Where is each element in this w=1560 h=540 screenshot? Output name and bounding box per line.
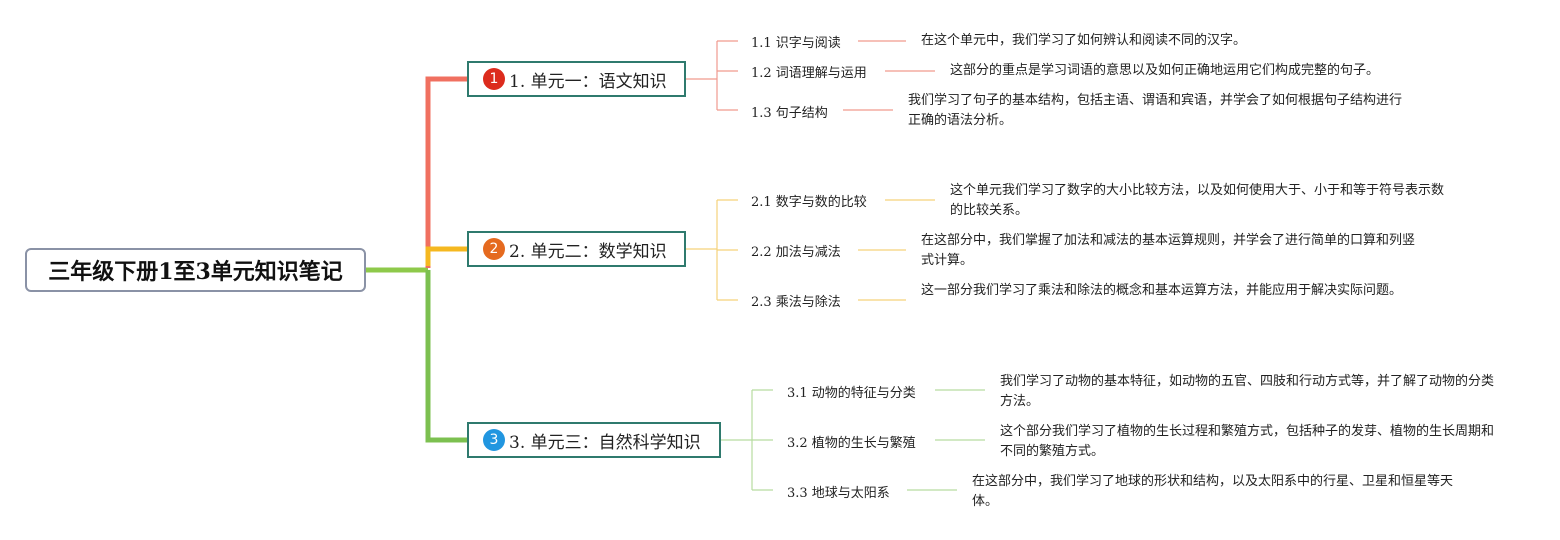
topic-1-1[interactable]: 1.1 识字与阅读 [751,36,841,51]
branch-label: 1. 单元一：语文知识 [509,71,667,92]
branch-unit3[interactable]: 3 3. 单元三：自然科学知识 [467,422,721,458]
branch-label: 3. 单元三：自然科学知识 [509,432,701,453]
connector-unit2 [425,246,467,266]
topic-3-2-desc: 这个部分我们学习了植物的生长过程和繁殖方式，包括种子的发芽、植物的生长周期和不同… [1000,424,1495,459]
branch-unit2[interactable]: 2 2. 单元二：数学知识 [467,231,686,267]
root-title: 三年级下册1至3单元知识笔记 [48,259,343,285]
root-topic[interactable]: 三年级下册1至3单元知识笔记 [25,248,366,292]
number-badge-icon: 1 [483,68,505,90]
topic-2-2-desc: 在这部分中，我们掌握了加法和减法的基本运算规则，并学会了进行简单的口算和列竖式计… [921,233,1416,268]
branch-label: 2. 单元二：数学知识 [509,241,667,262]
number-badge-icon: 2 [483,238,505,260]
connector-unit2-topics [686,199,935,301]
topic-3-3[interactable]: 3.3 地球与太阳系 [787,486,890,501]
topic-3-1[interactable]: 3.1 动物的特征与分类 [787,386,916,401]
connector-unit3 [425,270,467,443]
topic-1-3-desc: 我们学习了句子的基本结构，包括主语、谓语和宾语，并学会了如何根据句子结构进行正确… [908,93,1403,128]
topic-3-3-desc: 在这部分中，我们学习了地球的形状和结构，以及太阳系中的行星、卫星和恒星等天体。 [972,474,1454,509]
topic-1-3[interactable]: 1.3 句子结构 [751,106,828,121]
topic-1-2[interactable]: 1.2 词语理解与运用 [751,66,867,81]
topic-1-1-desc: 在这个单元中，我们学习了如何辨认和阅读不同的汉字。 [921,33,1247,48]
topic-2-2[interactable]: 2.2 加法与减法 [751,245,841,260]
topic-3-2[interactable]: 3.2 植物的生长与繁殖 [787,436,916,451]
connector-unit1-topics [686,40,935,111]
topic-2-3[interactable]: 2.3 乘法与除法 [751,295,841,310]
branch-unit1[interactable]: 1 1. 单元一：语文知识 [467,61,686,97]
topic-2-1-desc: 这个单元我们学习了数字的大小比较方法，以及如何使用大于、小于和等于符号表示数的比… [950,183,1445,218]
connector-unit1 [425,76,467,268]
connector-unit3-topics [721,389,985,491]
topic-1-2-desc: 这部分的重点是学习词语的意思以及如何正确地运用它们构成完整的句子。 [950,63,1380,78]
topic-3-1-desc: 我们学习了动物的基本特征，如动物的五官、四肢和行动方式等，并了解了动物的分类方法… [1000,374,1495,409]
number-badge-icon: 3 [483,429,505,451]
topic-2-1[interactable]: 2.1 数字与数的比较 [751,195,867,210]
topic-2-3-desc: 这一部分我们学习了乘法和除法的概念和基本运算方法，并能应用于解决实际问题。 [921,283,1403,298]
